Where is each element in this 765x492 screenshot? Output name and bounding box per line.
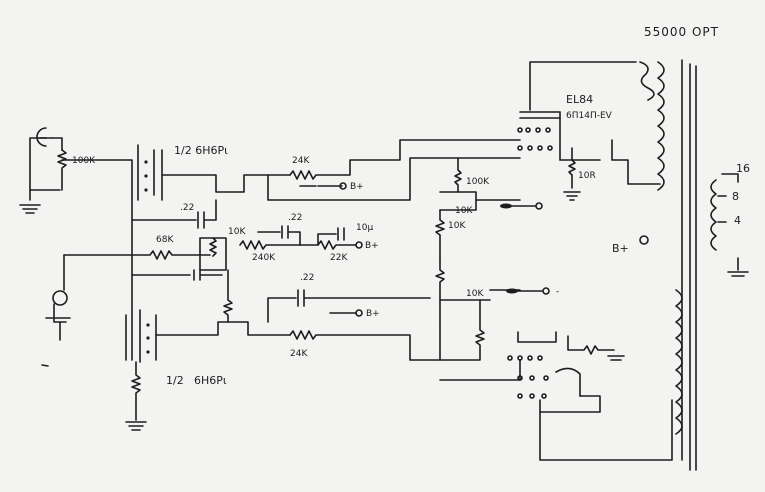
wire-lower-link	[539, 395, 601, 413]
label-240k: 240K	[252, 253, 276, 263]
resistor-24k-top: 24K	[289, 139, 521, 180]
tube-output: EL84 6П14П-EV	[517, 93, 613, 161]
label-10u: 10μ	[356, 223, 373, 233]
pot-10k-a: 10K	[439, 191, 543, 216]
label-tube-top: 1/2 6H6Pι	[174, 144, 228, 157]
label-10k: 10K	[448, 221, 466, 231]
transformer-core	[681, 59, 697, 471]
bottom-cathode	[125, 361, 147, 431]
lower-jack	[45, 290, 71, 341]
cap-mid-bypass	[131, 269, 223, 281]
label-bplus-1: B+	[350, 182, 364, 192]
label-tube-bottom-fraction: 1/2	[166, 374, 184, 387]
tube-driver-bottom: 1/2 6H6Pι	[125, 309, 227, 387]
resistor-240k: 240K	[239, 240, 301, 263]
wire-opt-lead	[611, 139, 661, 185]
label-tap-8: 8	[732, 190, 739, 203]
tube-output-lower	[507, 331, 625, 399]
label-022-bottom: .22	[300, 273, 314, 283]
pot-10k-b: - 10K	[435, 259, 559, 301]
resistor-10r: 10R	[563, 147, 596, 201]
label-tap-4: 4	[734, 214, 741, 227]
label-tube-output: EL84	[566, 93, 593, 106]
wire-input-grid	[61, 159, 133, 201]
wire-upper-primary	[529, 61, 655, 111]
grid-resistor-100k: 100K	[57, 149, 96, 191]
wire-lower-return	[539, 399, 673, 461]
cap-top-coupling: B+	[299, 182, 364, 192]
label-24k-top: 24K	[292, 156, 310, 166]
tube-driver-top: 1/2 6H6Pι	[137, 144, 228, 201]
wire-top-coupling	[267, 157, 521, 201]
label-100k-input: 100K	[72, 156, 96, 166]
pot-10k-mid: 10K	[199, 227, 246, 271]
cap-022-mid: .22	[257, 213, 302, 246]
resistor-100k-grid: 100K	[454, 157, 490, 193]
label-bplus-4: B+	[612, 242, 629, 255]
label-10r: 10R	[578, 171, 596, 181]
resistor-68k: 68K	[63, 235, 211, 260]
label-22k: 22K	[330, 253, 348, 263]
mark-tick	[41, 364, 49, 367]
label-tube-output-alt: 6П14П-EV	[566, 111, 613, 121]
resistor-22k: 22K B+	[299, 240, 379, 263]
resistor-24k-bottom: 24K	[289, 330, 441, 361]
cap-022-upper: .22	[131, 199, 217, 229]
wire-bottom-plate	[155, 321, 291, 336]
cap-10u: 10μ	[317, 223, 373, 246]
ground-symbol	[19, 189, 41, 214]
cap-022-bottom: .22	[267, 273, 431, 323]
label-100k-grid: 100K	[466, 177, 490, 187]
resistor-tail-mid	[223, 269, 233, 323]
title-label: 55000 OPT	[644, 25, 719, 39]
label-24k-bottom: 24K	[290, 349, 308, 359]
label-pot-10k-b: 10K	[466, 289, 484, 299]
label-pot-10k-mid: 10K	[228, 227, 246, 237]
wire-bottom-link	[439, 359, 521, 381]
label-bplus-2: B+	[365, 241, 379, 251]
transformer-primary: B+	[612, 61, 683, 435]
transformer-secondary: 16 8 4	[710, 162, 750, 277]
resistor-10k: 10K	[435, 209, 466, 261]
bplus-3-node: B+	[329, 309, 380, 319]
label-pot-10k-a: 10K	[455, 206, 473, 216]
label-tube-bottom: 6H6Pι	[194, 374, 227, 387]
label-tap-16: 16	[736, 162, 750, 175]
label-022-mid: .22	[288, 213, 302, 223]
wire-top-plate	[161, 174, 291, 193]
label-bias-sign: -	[556, 287, 559, 297]
label-bplus-3: B+	[366, 309, 380, 319]
label-68k: 68K	[156, 235, 174, 245]
wire-bias-loop	[439, 299, 485, 361]
label-022-upper: .22	[180, 203, 194, 213]
input-jack	[29, 127, 63, 191]
